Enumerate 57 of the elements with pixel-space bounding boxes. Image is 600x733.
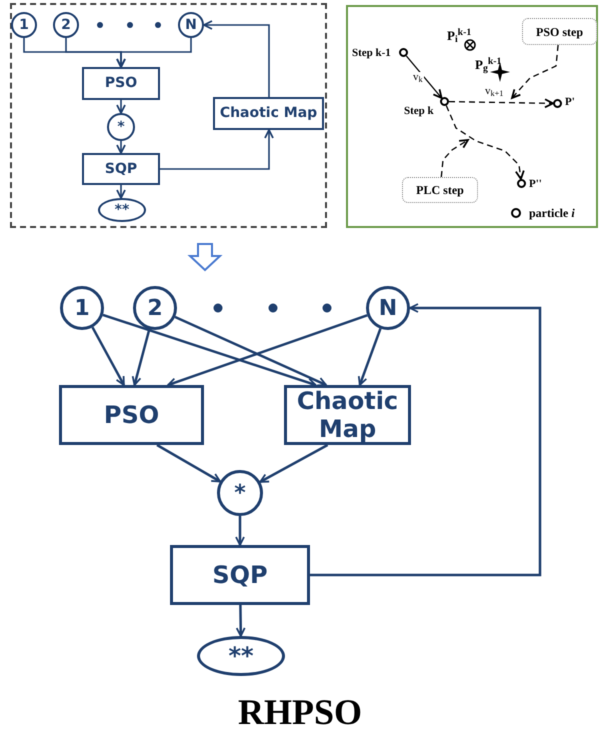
point-label: P''	[529, 177, 542, 192]
connector-arrow	[116, 38, 192, 68]
terminal-ellipse	[98, 198, 146, 222]
connector-arrow	[160, 129, 274, 170]
node-label: PSO	[104, 74, 138, 93]
connector-arrow	[236, 604, 246, 637]
connector-arrow	[511, 44, 559, 99]
node-label: **	[114, 200, 130, 220]
node-label: 2	[61, 16, 71, 34]
node-label: *	[117, 118, 125, 136]
connector-arrow	[132, 328, 150, 386]
legend-text: particle i	[529, 205, 575, 222]
node-label: Chaotic Map	[220, 104, 318, 123]
node-label: PSO	[104, 401, 160, 429]
node-label: PLC step	[416, 182, 464, 199]
connector-arrow	[156, 444, 221, 483]
point-label: Step k	[404, 104, 434, 119]
connector-arrow	[235, 516, 245, 546]
dashed-panel	[10, 3, 327, 228]
connector-arrow	[167, 314, 368, 388]
point-label: P'	[565, 95, 575, 110]
connector-arrow	[358, 328, 382, 386]
edge-label: v$_{k+1}$	[484, 86, 504, 97]
node-label: *	[234, 480, 246, 508]
process-box	[82, 67, 160, 100]
connector-arrow	[446, 105, 525, 180]
node-label: 1	[19, 16, 29, 34]
process-box	[59, 385, 204, 445]
point-label: Step k-1	[352, 46, 391, 61]
connector-arrow	[310, 303, 542, 576]
node-label: **	[228, 641, 254, 672]
step-callout-box	[522, 18, 597, 45]
connector-arrow	[440, 139, 469, 178]
process-box	[213, 97, 324, 130]
node-label: PSO step	[536, 24, 583, 40]
edge-label: v$_{k}$	[412, 72, 424, 83]
process-box	[284, 385, 411, 445]
connector-arrow	[116, 141, 126, 154]
node-label: SQP	[104, 160, 138, 178]
connector-arrow	[203, 20, 270, 97]
step-callout-box	[402, 177, 478, 203]
connector-arrow	[448, 98, 554, 108]
connector-arrow	[116, 185, 126, 199]
connector-arrow	[259, 444, 328, 483]
process-box	[170, 545, 310, 605]
node-label: 2	[147, 294, 163, 322]
node-label: 1	[74, 294, 90, 322]
process-box	[82, 153, 160, 185]
node-label: N	[185, 16, 197, 34]
diagram-caption: RHPSO	[236, 694, 363, 730]
figure-panel	[346, 5, 598, 228]
node-label: N	[378, 294, 398, 322]
node-label: Chaotic Map	[296, 387, 400, 443]
connector-arrow	[406, 56, 442, 99]
node-label: SQP	[212, 561, 268, 589]
connector-arrow	[116, 100, 126, 114]
connector-arrow	[102, 314, 316, 388]
